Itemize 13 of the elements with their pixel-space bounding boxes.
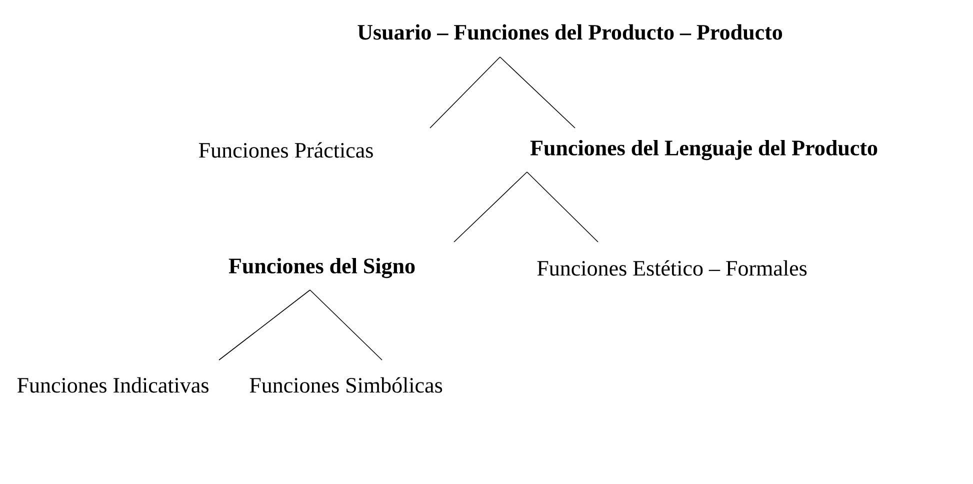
node-label: Usuario – Funciones del Producto – Producto: [358, 24, 782, 40]
node-label: Funciones Indicativas: [17, 377, 208, 393]
node-label: Funciones del Signo: [228, 258, 415, 278]
tree-line: [310, 290, 382, 360]
tree-line: [454, 172, 528, 242]
node-label: Funciones Prácticas: [198, 142, 373, 158]
node-label: Funciones Estético – Formales: [537, 260, 807, 276]
tree-line: [218, 290, 310, 360]
tree-line: [430, 56, 500, 128]
tree-line: [526, 172, 598, 242]
tree-line: [500, 56, 576, 128]
node-label: Funciones Simbólicas: [250, 377, 442, 393]
node-label: Funciones del Lenguaje del Producto: [530, 140, 878, 160]
